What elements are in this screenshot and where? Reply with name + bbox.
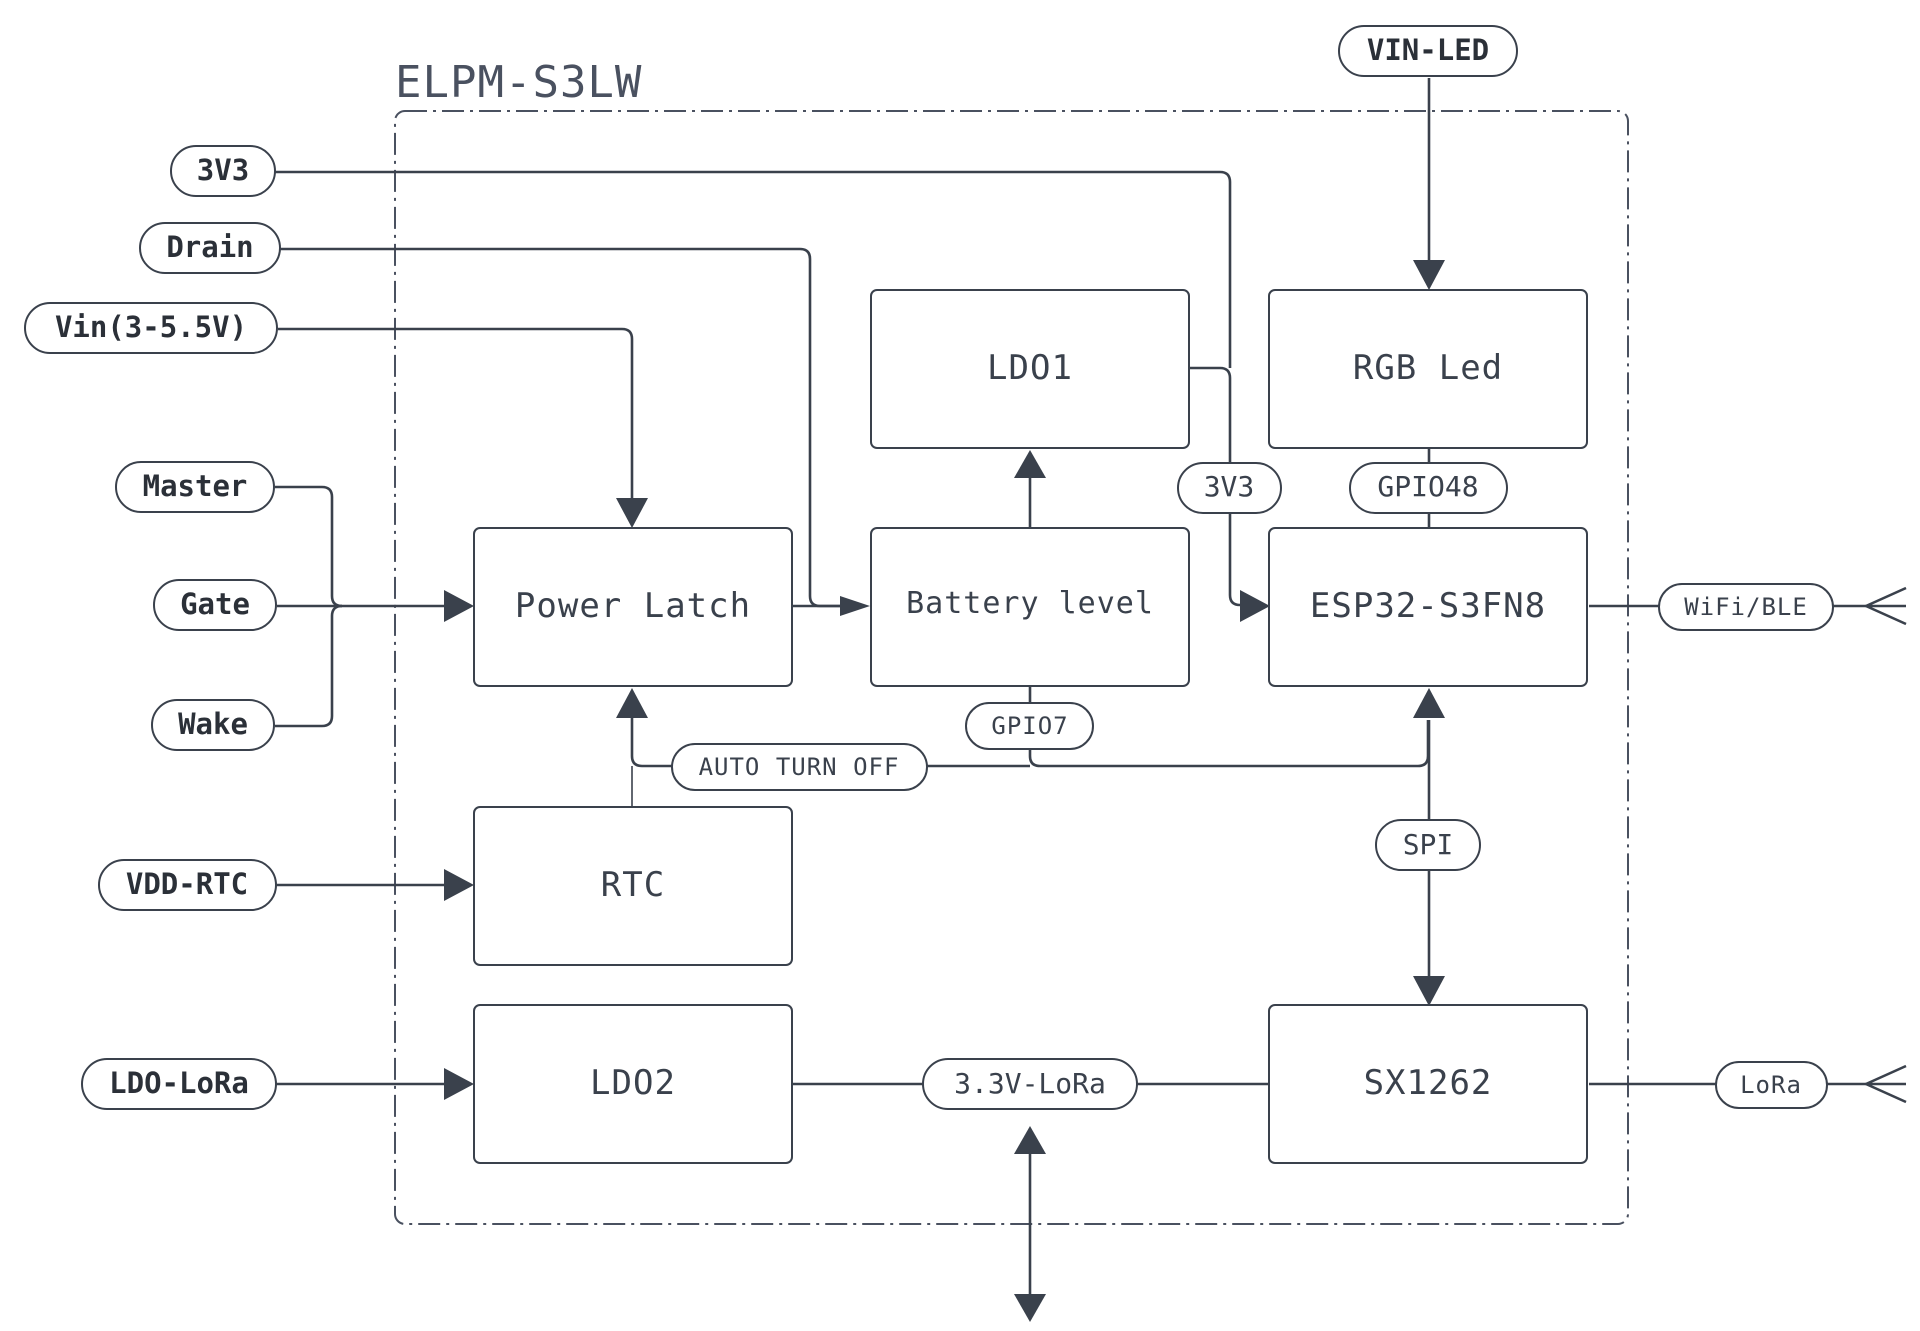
block-esp32: ESP32-S3FN8 [1268, 527, 1588, 687]
net-gpio7: GPIO7 [965, 702, 1094, 750]
block-ldo1: LDO1 [870, 289, 1190, 449]
arrow-lora-up [1014, 1126, 1046, 1154]
arrow-into-esp-3v3 [1240, 590, 1270, 622]
net-3v3: 3V3 [1177, 462, 1282, 514]
wire-master [275, 485, 334, 596]
block-label: SX1262 [1364, 1063, 1493, 1103]
net-lora: LoRa [1715, 1061, 1828, 1109]
port-label: 3V3 [197, 153, 249, 187]
antenna-icon [1864, 586, 1907, 626]
arrow-into-ldo1 [1014, 450, 1046, 478]
wire-gpio7 [1028, 686, 1430, 768]
block-label: RTC [601, 865, 665, 905]
net-label: 3.3V-LoRa [954, 1067, 1106, 1100]
port-3v3: 3V3 [170, 145, 276, 197]
arrow-gate-into-latch [444, 590, 474, 622]
port-drain: Drain [139, 222, 281, 274]
net-label: AUTO TURN OFF [699, 753, 900, 781]
block-label: RGB Led [1353, 348, 1503, 388]
arrow-into-esp-bottom [1413, 688, 1445, 718]
port-master: Master [115, 461, 275, 513]
port-label: Vin(3-5.5V) [55, 310, 247, 344]
net-label: LoRa [1740, 1071, 1802, 1099]
port-vin-led: VIN-LED [1338, 25, 1518, 77]
block-label: LDO2 [590, 1063, 676, 1103]
port-label: LDO-LoRa [109, 1066, 249, 1100]
block-label: LDO1 [987, 348, 1073, 388]
block-label: Power Latch [515, 586, 751, 626]
net-lora-supply: 3.3V-LoRa [922, 1058, 1138, 1110]
block-power-latch: Power Latch [473, 527, 793, 687]
net-label: GPIO48 [1377, 470, 1478, 503]
net-label: WiFi/BLE [1684, 593, 1808, 621]
arrow-into-battery [840, 596, 870, 616]
arrowheads [444, 260, 1445, 1322]
arrow-into-power-latch [616, 498, 648, 528]
port-label: Gate [180, 587, 250, 621]
port-gate: Gate [153, 579, 277, 631]
port-label: Master [143, 469, 248, 503]
port-label: Wake [178, 707, 248, 741]
module-boundary [394, 110, 1629, 1225]
arrow-into-rgb-led [1413, 260, 1445, 290]
net-label: GPIO7 [991, 712, 1068, 740]
arrow-into-ldo2 [444, 1068, 474, 1100]
net-gpio48: GPIO48 [1349, 462, 1508, 514]
arrow-lora-down [1014, 1294, 1046, 1322]
block-battery-level: Battery level [870, 527, 1190, 687]
port-ldo-lora: LDO-LoRa [81, 1058, 277, 1110]
arrow-into-sx1262 [1413, 976, 1445, 1006]
wire-auto-turn-off [630, 718, 1030, 768]
port-vdd-rtc: VDD-RTC [98, 859, 277, 911]
block-label: Battery level [906, 586, 1154, 621]
antenna-icon [1864, 1064, 1907, 1104]
port-label: VDD-RTC [126, 867, 248, 901]
net-spi: SPI [1375, 819, 1481, 871]
block-sx1262: SX1262 [1268, 1004, 1588, 1164]
port-vin: Vin(3-5.5V) [24, 302, 278, 354]
wire-3v3-top [275, 170, 1232, 368]
block-label: ESP32-S3FN8 [1310, 586, 1546, 626]
port-label: Drain [166, 230, 253, 264]
arrow-into-rtc [444, 869, 474, 901]
port-wake: Wake [151, 699, 275, 751]
wire-wake [275, 616, 334, 728]
arrow-into-latch-bottom [616, 688, 648, 718]
wire-vin [278, 327, 634, 505]
net-label: 3V3 [1204, 470, 1255, 503]
port-label: VIN-LED [1367, 33, 1489, 67]
net-wifi-ble: WiFi/BLE [1658, 583, 1834, 631]
net-auto-turn-off: AUTO TURN OFF [671, 743, 928, 791]
block-rtc: RTC [473, 806, 793, 966]
block-ldo2: LDO2 [473, 1004, 793, 1164]
net-label: SPI [1403, 828, 1454, 861]
block-rgb-led: RGB Led [1268, 289, 1588, 449]
module-title: ELPM-S3LW [395, 57, 642, 108]
